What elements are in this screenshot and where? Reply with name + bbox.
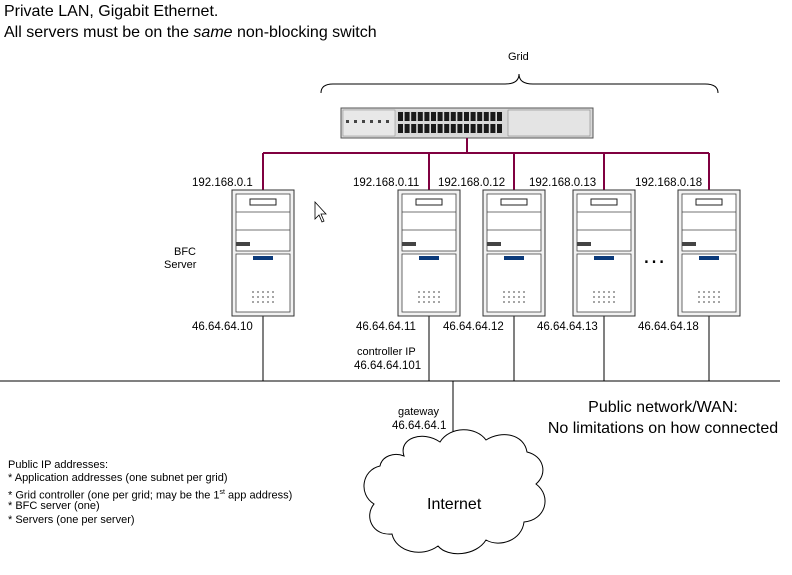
- header-emphasis: same: [193, 24, 233, 41]
- notes-item-1: * Application addresses (one subnet per …: [8, 472, 228, 484]
- switch-port: [477, 124, 483, 133]
- notes-item-2-sup: st: [219, 489, 225, 496]
- network-switch: [340, 107, 594, 139]
- bfc-private-ip: 192.168.0.1: [192, 177, 253, 189]
- switch-port: [450, 112, 456, 121]
- switch-port: [464, 124, 469, 133]
- bfc-server-tower: [231, 189, 295, 317]
- switch-port: [483, 124, 489, 133]
- switch-port: [490, 124, 496, 133]
- switch-led: [362, 120, 365, 123]
- header-line-2-text: All servers must be on the: [4, 24, 194, 41]
- switch-port: [417, 124, 423, 133]
- switch-port: [437, 124, 443, 133]
- notes-item-2: * Grid controller (one per grid; may be …: [8, 486, 292, 503]
- gateway-ip: 46.64.64.1: [392, 420, 447, 432]
- switch-port: [470, 124, 476, 133]
- switch-port: [457, 124, 463, 133]
- switch-port: [431, 112, 436, 121]
- grid-label: Grid: [508, 51, 529, 63]
- server-1-public-ip: 46.64.64.11: [356, 321, 416, 333]
- notes-item-3: * BFC server (one): [8, 500, 100, 512]
- public-lan: [0, 316, 780, 450]
- server-4-tower: [677, 189, 741, 317]
- server-3-private-ip: 192.168.0.13: [529, 177, 597, 189]
- switch-port: [444, 112, 450, 121]
- server-4-public-ip: 46.64.64.18: [638, 321, 699, 333]
- switch-port: [431, 124, 436, 133]
- server-2-public-ip: 46.64.64.12: [443, 321, 504, 333]
- switch-led: [378, 120, 381, 123]
- switch-port: [411, 112, 417, 121]
- internet-cloud: [363, 429, 546, 555]
- switch-port: [497, 112, 502, 121]
- server-2-private-ip: 192.168.0.12: [438, 177, 506, 189]
- server-3-public-ip: 46.64.64.13: [537, 321, 598, 333]
- switch-port: [404, 112, 410, 121]
- switch-port: [404, 124, 410, 133]
- grid-bracket: [320, 73, 719, 94]
- more-servers-ellipsis: …: [642, 242, 668, 269]
- switch-port: [470, 112, 476, 121]
- server-3-tower: [572, 189, 636, 317]
- bfc-label-line-1: BFC: [174, 246, 196, 258]
- wan-title: Public network/WAN:: [588, 399, 738, 416]
- switch-led: [370, 120, 373, 123]
- switch-port: [490, 112, 496, 121]
- switch-port: [411, 124, 417, 133]
- bfc-label-line-2: Server: [164, 259, 197, 271]
- gateway-label: gateway: [398, 406, 439, 418]
- wan-subtitle: No limitations on how connected: [547, 420, 779, 437]
- switch-port: [398, 112, 403, 121]
- bfc-public-ip: 46.64.64.10: [192, 321, 253, 333]
- server-1-tower: [397, 189, 461, 317]
- switch-port: [444, 124, 450, 133]
- notes-item-2-text: * Grid controller (one per grid; may be …: [8, 489, 220, 502]
- notes-title: Public IP addresses:: [8, 459, 109, 471]
- controller-label: controller IP: [357, 346, 416, 358]
- switch-port: [437, 112, 443, 121]
- switch-led: [386, 120, 389, 123]
- switch-port: [464, 112, 469, 121]
- server-4-private-ip: 192.168.0.18: [635, 177, 703, 189]
- controller-ip: 46.64.64.101: [354, 360, 422, 372]
- switch-led: [346, 120, 349, 123]
- switch-port: [424, 124, 430, 133]
- switch-port: [417, 112, 423, 121]
- switch-port: [477, 112, 483, 121]
- cursor-icon: [314, 200, 327, 223]
- header-line-2: All servers must be on the same non-bloc…: [4, 23, 377, 42]
- switch-port: [457, 112, 463, 121]
- header-line-2-tail: non-blocking switch: [232, 24, 377, 41]
- switch-port: [497, 124, 502, 133]
- header-line-1: Private LAN, Gigabit Ethernet.: [4, 3, 219, 20]
- notes-item-4: * Servers (one per server): [8, 514, 135, 526]
- notes-item-2-tail: app address): [225, 489, 293, 502]
- switch-port: [398, 124, 403, 133]
- server-2-tower: [482, 189, 546, 317]
- switch-led: [354, 120, 357, 123]
- server-1-private-ip: 192.168.0.11: [353, 177, 420, 189]
- switch-port: [483, 112, 489, 121]
- switch-port: [424, 112, 430, 121]
- private-lan: [262, 138, 710, 190]
- internet-label: Internet: [427, 496, 482, 513]
- switch-port: [450, 124, 456, 133]
